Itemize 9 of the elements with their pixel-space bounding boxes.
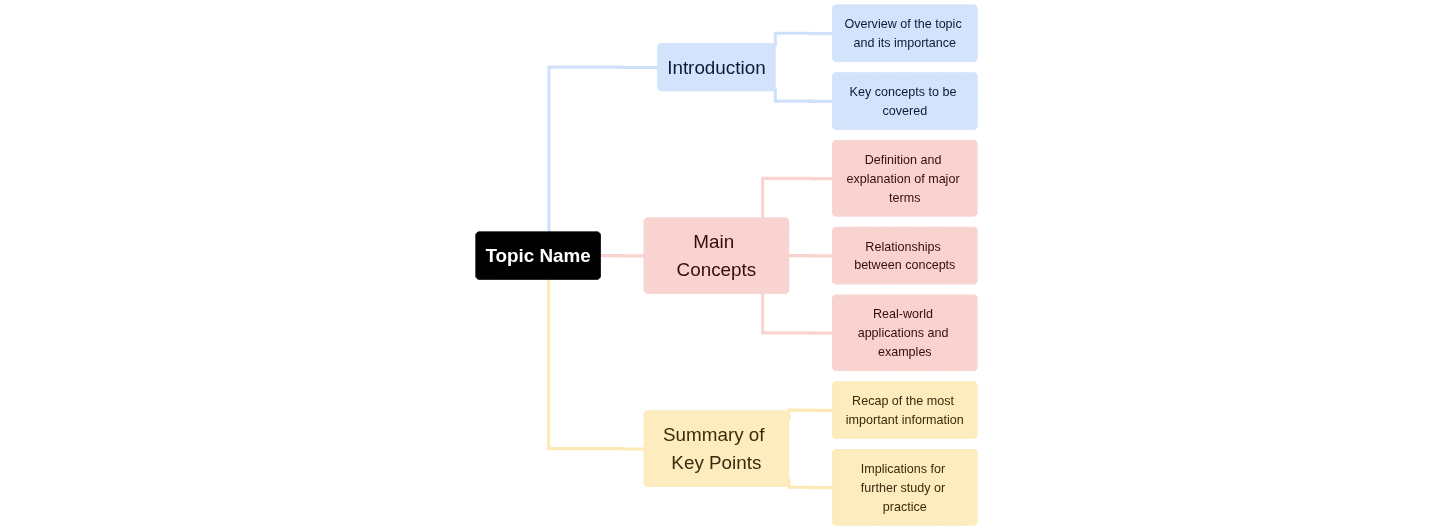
connector <box>547 65 659 233</box>
connector <box>547 279 645 451</box>
connector <box>787 478 833 490</box>
connector <box>773 31 833 47</box>
connector <box>761 293 833 335</box>
connector <box>761 176 833 219</box>
connector <box>773 88 833 103</box>
connector <box>787 254 833 258</box>
connector <box>787 408 833 420</box>
